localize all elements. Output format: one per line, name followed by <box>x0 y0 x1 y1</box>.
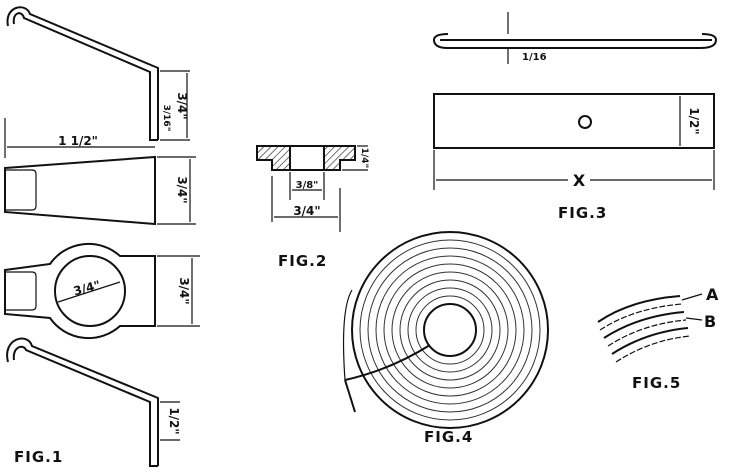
fig1-ring-view: 3/4" 3/4" <box>4 242 200 340</box>
fig2-dim-bore: 3/8" <box>296 180 319 191</box>
fig1-bottom-hook: 1/2" <box>6 337 181 467</box>
fig1-dim-slot: 3/16" <box>161 105 171 132</box>
fig1-taper-view: 3/4" <box>4 155 196 226</box>
fig1-dim-width-lower: 3/4" <box>177 277 191 304</box>
fig3-dim-width: 1/2" <box>687 107 701 134</box>
fig3-dim-length: X <box>573 171 586 190</box>
fig2-bushing: 1/4" 3/8" 3/4" <box>256 145 369 232</box>
fig2-caption: FIG.2 <box>278 252 327 270</box>
fig1-dim-length: 1 1/2" <box>58 134 98 148</box>
fig5-section: A B <box>597 285 719 363</box>
fig5-label-b: B <box>704 312 716 331</box>
fig1-dim-hole: 3/4" <box>72 278 102 299</box>
fig1-length-dimension: 1 1/2" <box>4 118 155 158</box>
fig1-caption: FIG.1 <box>14 448 63 466</box>
fig4-coil <box>342 231 549 429</box>
fig1-dim-width-top: 3/4" <box>175 92 189 119</box>
fig1-top-hook: 3/4" 3/16" <box>6 6 190 141</box>
fig2-dim-height: 1/4" <box>359 148 369 169</box>
fig3-strip: 1/16 1/2" X <box>432 12 718 190</box>
fig4-caption: FIG.4 <box>424 428 473 446</box>
fig5-caption: FIG.5 <box>632 374 681 392</box>
fig3-caption: FIG.3 <box>558 204 607 222</box>
fig1-dim-width-mid: 3/4" <box>175 176 189 203</box>
fig2-dim-outer: 3/4" <box>293 204 320 218</box>
fig5-label-a: A <box>706 285 719 304</box>
fig3-dim-thickness: 1/16 <box>522 52 547 63</box>
fig1-dim-bend: 1/2" <box>167 407 181 434</box>
